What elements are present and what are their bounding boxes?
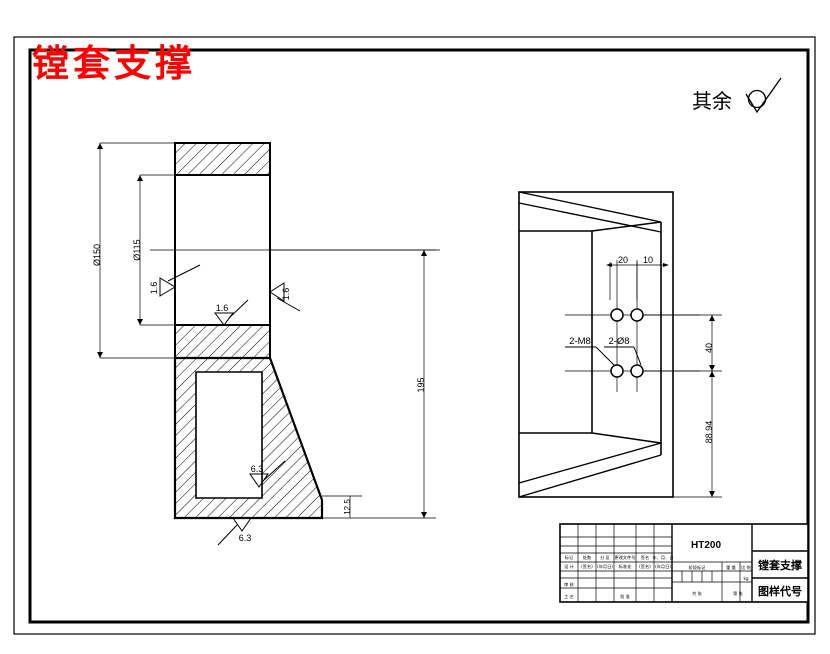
tb-material-value: HT200 [691, 540, 721, 551]
tb-label-sign3: (签名) [639, 563, 651, 570]
roughness-ra63-upper-label: 6.3 [251, 464, 264, 474]
dimension-195-label: 195 [416, 377, 426, 392]
tb-label-stage: 阶段标记 [689, 564, 707, 571]
unmachined-surface-symbol [745, 77, 782, 114]
tb-label-sheet: 共 张 [692, 590, 703, 597]
side-view: 20 10 40 88.94 2-M8 2-Ø8 [518, 191, 722, 498]
page-title: 镗套支撑 [32, 42, 196, 85]
dimension-40 [643, 314, 722, 372]
dimension-20-label: 20 [618, 255, 628, 265]
dimension-195 [270, 249, 436, 519]
dimension-dia150-label: Ø150 [92, 244, 102, 266]
tb-label-standard: 标准化 [619, 563, 632, 570]
roughness-ra16-right-label: 1.6 [281, 288, 291, 301]
side-bottom-rib-a [518, 442, 662, 484]
tb-middle-labels: 阶段标记 重 量 比 例 kg 共 张 第 张 [689, 564, 751, 597]
hole-m8-top [610, 308, 624, 322]
tapered-cavity-outline [195, 371, 263, 499]
roughness-ra63-upper [249, 460, 286, 488]
callout-2-d8: 2-Ø8 [608, 336, 629, 347]
tb-label-scale: 比 例 [741, 564, 751, 571]
tb-label-kg: kg [743, 576, 748, 581]
dimension-10-label: 10 [643, 255, 653, 265]
dimension-dia115 [137, 174, 176, 326]
callout-2-m8: 2-M8 [569, 336, 591, 347]
dimension-12p5 [322, 495, 362, 518]
roughness-ra63-lower-label: 6.3 [239, 533, 252, 543]
tb-label-design: 设 计 [564, 563, 574, 570]
dimension-20-10 [606, 262, 669, 300]
hole-m8-bottom [610, 364, 624, 378]
roughness-ra16-mid-label: 1.6 [216, 303, 229, 313]
roughness-ra16-mid [214, 299, 249, 326]
dimension-12p5-label: 12.5 [343, 499, 352, 515]
side-top-rib-lower [518, 202, 662, 233]
tb-label-docno: 更改文件号 [615, 554, 636, 561]
dimension-88p94-label: 88.94 [704, 421, 714, 444]
callout-leader-m8 [565, 346, 616, 367]
tb-label-approve: 批 准 [620, 593, 630, 600]
tapered-body-outline [173, 356, 324, 520]
upper-flange-section [174, 142, 271, 176]
tb-left-grid-labels: 标记 处数 分 区 更改文件号 签名 年、月、日 设 计 (签名) (年月日) … [564, 554, 673, 600]
hole-d8-bottom [630, 364, 644, 378]
tb-label-count: 处数 [583, 554, 592, 561]
side-view-outline [518, 191, 674, 498]
roughness-ra16-left-label: 1.6 [149, 282, 159, 295]
roughness-ra63-lower [217, 517, 252, 546]
hole-d8-top [630, 308, 644, 322]
side-bottom-corner [591, 432, 662, 444]
tb-label-mark: 标记 [565, 554, 574, 561]
tb-label-sign2: (签名) [581, 563, 593, 570]
side-top-rib-upper [518, 191, 662, 223]
sheet-inner-frame [28, 48, 810, 624]
side-top-corner [591, 221, 662, 232]
tb-label-zone: 分 区 [600, 554, 610, 561]
lower-flange-section [174, 324, 271, 359]
tb-label-review: 审 核 [564, 581, 575, 588]
tapered-body-section [175, 358, 322, 518]
sheet-outer-border [13, 36, 816, 635]
roughness-ra16-left [159, 264, 201, 297]
dimension-88p94 [661, 371, 722, 498]
dimension-40-label: 40 [704, 343, 714, 353]
tb-label-sign: 签名 [641, 554, 649, 561]
tb-middle-grid [672, 561, 752, 602]
callout-leader-d8 [604, 346, 642, 366]
tb-label-weight: 重 量 [726, 564, 736, 571]
tb-label-date3: (年月日) [655, 563, 671, 570]
title-block: 标记 处数 分 区 更改文件号 签名 年、月、日 设 计 (签名) (年月日) … [559, 523, 809, 603]
roughness-ra16-right [269, 282, 301, 312]
tb-right-grid [752, 550, 808, 579]
tb-drawing-code: 图样代号 [758, 584, 802, 598]
tb-label-sheetno: 第 张 [733, 590, 744, 597]
surface-note-label: 其余 [692, 89, 732, 113]
tb-part-name: 镗套支撑 [758, 558, 802, 572]
tb-label-date2: (年月日) [597, 563, 613, 570]
tb-left-grid [560, 524, 672, 602]
tb-label-process: 工 艺 [564, 594, 574, 599]
front-section-view: Ø150 Ø115 195 12.5 1.6 [92, 142, 440, 546]
dimension-dia115-label: Ø115 [132, 239, 142, 260]
side-bottom-rib-b [518, 454, 662, 498]
dimension-dia150 [97, 142, 176, 359]
tb-label-date: 年、月、日 [653, 554, 674, 561]
